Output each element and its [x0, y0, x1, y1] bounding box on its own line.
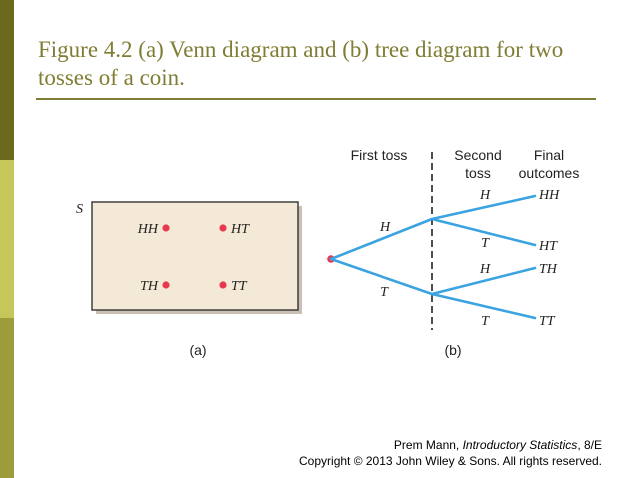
- venn-point-hh: [162, 224, 170, 232]
- tree-outcome-hh: HH: [538, 188, 560, 203]
- side-bar-middle: [0, 160, 14, 318]
- tree-diagram: First toss Second toss Final outcomes H …: [327, 147, 579, 358]
- side-bar-bottom: [0, 318, 14, 478]
- tree-label-second-t-2: T: [481, 314, 490, 329]
- tree-branch-hh: [430, 194, 537, 221]
- tree-label-first-h: H: [379, 220, 391, 235]
- venn-outcome-th: TH: [140, 279, 159, 294]
- venn-outcome-tt: TT: [231, 279, 248, 294]
- footer-copyright: Copyright © 2013 John Wiley & Sons. All …: [299, 454, 602, 468]
- side-bar-top: [0, 0, 14, 160]
- tree-branch-ht: [430, 217, 537, 247]
- tree-caption: (b): [444, 342, 461, 358]
- tree-label-first-t: T: [380, 285, 389, 300]
- tree-outcome-th: TH: [539, 262, 558, 277]
- footer-edition: , 8/E: [577, 438, 602, 452]
- venn-point-th: [162, 281, 170, 289]
- tree-outcome-ht: HT: [538, 239, 558, 254]
- tree-header-second-toss-line1: Second: [454, 147, 501, 163]
- venn-set-label: S: [76, 202, 83, 217]
- slide-title: Figure 4.2 (a) Venn diagram and (b) tree…: [38, 37, 564, 90]
- footer-citation: Prem Mann, Introductory Statistics, 8/E: [182, 438, 602, 453]
- tree-branch-th: [430, 266, 537, 296]
- venn-outcome-ht: HT: [230, 222, 250, 237]
- tree-branch-tt: [430, 292, 537, 320]
- tree-outcome-tt: TT: [539, 314, 556, 329]
- title-divider: [36, 98, 596, 100]
- tree-header-first-toss: First toss: [351, 147, 408, 163]
- venn-box: [91, 201, 299, 311]
- tree-label-second-t-1: T: [481, 236, 490, 251]
- venn-point-tt: [219, 281, 227, 289]
- venn-point-ht: [219, 224, 227, 232]
- tree-label-second-h-2: H: [479, 262, 491, 277]
- tree-header-final-line1: Final: [534, 147, 564, 163]
- tree-branch-t: [329, 257, 434, 296]
- footer-author: Prem Mann,: [393, 438, 460, 452]
- venn-diagram: S HH HT TH TT (a): [76, 201, 302, 358]
- venn-caption: (a): [189, 342, 206, 358]
- tree-header-second-toss-line2: toss: [465, 165, 491, 181]
- tree-header-final-line2: outcomes: [519, 165, 580, 181]
- tree-branch-h: [329, 217, 434, 261]
- venn-outcome-hh: HH: [137, 222, 159, 237]
- tree-label-second-h-1: H: [479, 188, 491, 203]
- footer-book-title: Introductory Statistics: [462, 438, 578, 452]
